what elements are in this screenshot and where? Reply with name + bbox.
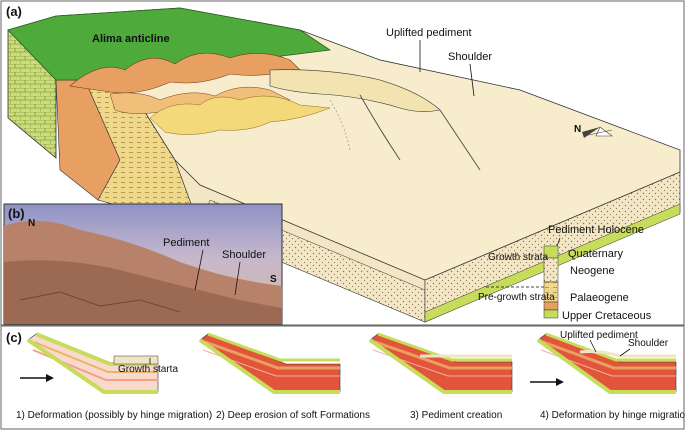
sketch4-shoulder-label: Shoulder [628, 338, 669, 349]
channel-3 [329, 99, 351, 151]
shoulder-leader [469, 63, 475, 97]
sketch-4: Uplifted pediment Shoulder 4) Deformatio… [530, 330, 685, 421]
panel-b: (b) N S Pediment Shoulder [3, 203, 283, 325]
panel-a: (a) Alima anticline Uplifted pediment Sh… [0, 0, 685, 326]
shoulder-label: Shoulder [448, 51, 492, 63]
legend-title: Pediment Holocene [548, 224, 644, 236]
photo-north: N [28, 218, 35, 229]
legend-quaternary: Quaternary [568, 248, 624, 260]
photo-slope [4, 260, 282, 324]
panel-a-tag: (a) [6, 4, 22, 19]
legend-cretaceous: Upper Cretaceous [562, 310, 652, 322]
growth-strata-label: Growth starta [118, 364, 178, 375]
caption-3: 3) Pediment creation [410, 410, 502, 421]
sketch-1: Growth starta 1) Deformation (possibly b… [16, 332, 212, 421]
legend-neogene: Neogene [570, 265, 615, 277]
uplifted-pediment-label: Uplifted pediment [386, 27, 472, 39]
compass-north: N [574, 124, 581, 135]
sketch4-uplifted-label: Uplifted pediment [560, 330, 638, 341]
orange-ridges [69, 52, 301, 94]
legend-palaeogene: Palaeogene [570, 292, 629, 304]
channel-1 [359, 94, 401, 161]
caption-2: 2) Deep erosion of soft Formations [216, 410, 370, 421]
sketch-2: 2) Deep erosion of soft Formations [198, 332, 370, 421]
sketch-3: 3) Pediment creation [368, 332, 513, 421]
photo-shoulder-label: Shoulder [222, 249, 266, 261]
channel-2 [439, 109, 481, 171]
panel-c-tag: (c) [6, 330, 22, 345]
photo-ravines [19, 291, 181, 313]
caption-1: 1) Deformation (possibly by hinge migrat… [16, 410, 212, 421]
compass-icon: N [574, 124, 613, 138]
swatch-cretaceous [543, 309, 559, 319]
legend-title-leader [556, 237, 561, 247]
photo-pediment-label: Pediment [163, 237, 209, 249]
panel-c: (c) Growth starta 1) Deformation (possib… [0, 325, 685, 430]
anticline-label: Alima anticline [92, 33, 170, 45]
panel-b-tag: (b) [8, 206, 25, 221]
photo-pediment-leader [194, 249, 204, 291]
strat-legend: Pediment Holocene Quaternary Neogene Pal… [478, 224, 652, 322]
pediment-lobes [149, 95, 331, 135]
caption-4: 4) Deformation by hinge migration [540, 410, 685, 421]
legend-growth: Growth strata [488, 252, 548, 263]
swatch-palaeogene [543, 301, 559, 311]
photo-south: S [270, 274, 277, 285]
legend-pregrowth: Pre-growth strata [478, 292, 555, 303]
photo-shoulder-leader [234, 261, 241, 296]
uplifted-pediment-surface [269, 69, 441, 112]
